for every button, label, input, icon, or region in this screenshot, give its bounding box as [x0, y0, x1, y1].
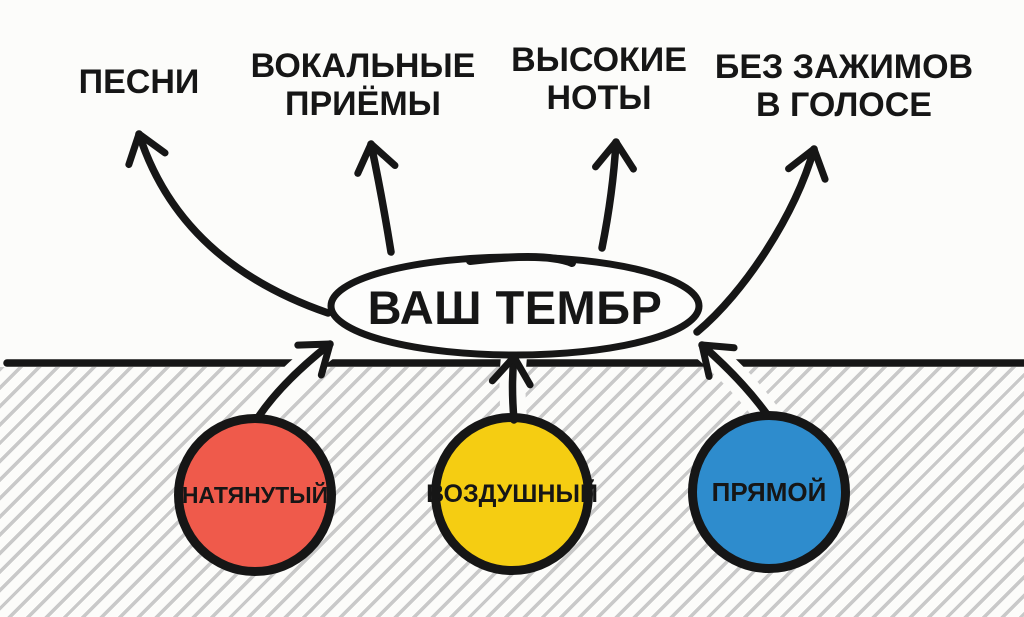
- arrow-from-airy: [488, 353, 534, 424]
- outcome-noclamps-line2: В ГОЛОСЕ: [756, 86, 932, 124]
- outcome-label-songs: ПЕСНИ: [39, 63, 239, 101]
- outcome-high-line1: ВЫСОКИЕ: [511, 41, 687, 79]
- arrow-from-straight: [698, 341, 770, 417]
- circle-tight-label: НАТЯНУТЫЙ: [181, 481, 329, 508]
- outcome-vocal-line2: ПРИЁМЫ: [285, 85, 441, 123]
- arrow-to-no-clamps: [693, 145, 829, 336]
- outcome-label-high-notes: ВЫСОКИЕ НОТЫ: [474, 41, 724, 117]
- circle-airy-label: ВОЗДУШНЫЙ: [426, 479, 598, 508]
- ellipse-overlap-stroke: [466, 252, 576, 267]
- outcome-high-line2: НОТЫ: [546, 79, 652, 117]
- outcome-songs-line1: ПЕСНИ: [78, 63, 200, 101]
- arrow-to-songs: [125, 130, 332, 317]
- outcome-label-vocal-techniques: ВОКАЛЬНЫЕ ПРИЁМЫ: [238, 47, 488, 123]
- arrow-to-vocal-techniques: [354, 140, 399, 256]
- center-ellipse-label: ВАШ ТЕМБР: [367, 281, 663, 334]
- circle-straight: [688, 411, 850, 573]
- circle-tight: [174, 414, 336, 576]
- outcome-noclamps-line1: БЕЗ ЗАЖИМОВ: [714, 48, 974, 86]
- circle-straight-label: ПРЯМОЙ: [711, 476, 827, 507]
- outcome-vocal-line1: ВОКАЛЬНЫЕ: [250, 47, 476, 85]
- arrow-to-high-notes: [592, 138, 637, 252]
- outcome-label-no-clamps: БЕЗ ЗАЖИМОВ В ГОЛОСЕ: [714, 48, 974, 124]
- arrow-from-tight: [255, 340, 334, 420]
